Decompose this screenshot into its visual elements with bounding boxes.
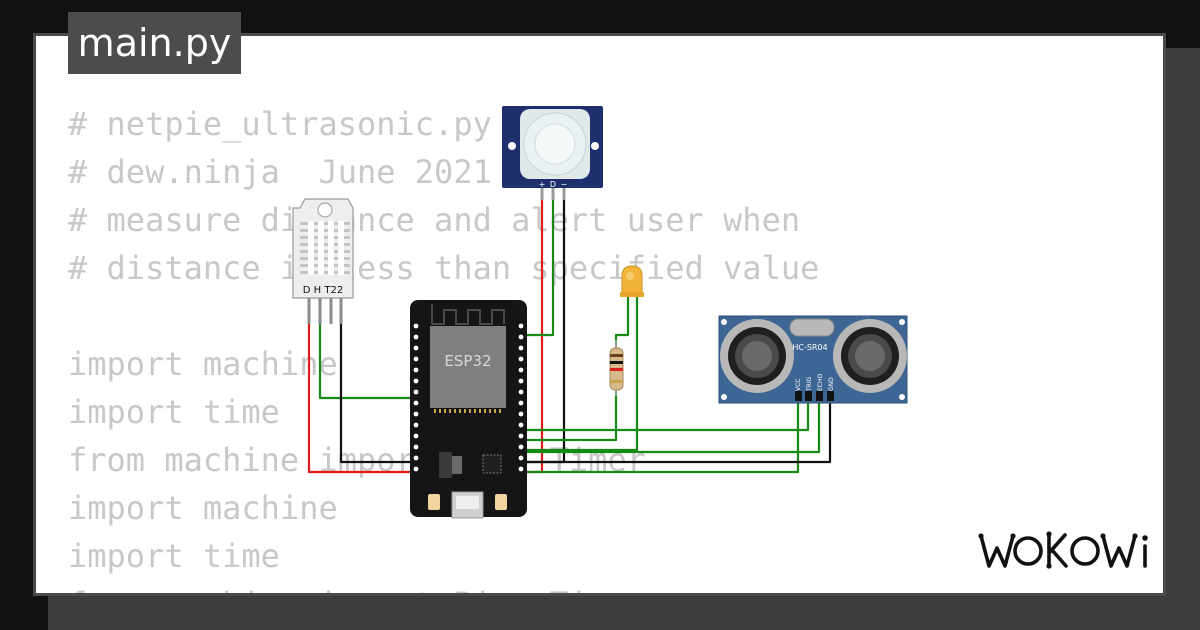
wire-us-echo[interactable] (520, 398, 821, 454)
hc-sr04-label: HC-SR04 (792, 343, 827, 352)
dht-grid (300, 222, 350, 274)
pir-pin-label: − (561, 180, 568, 189)
code-line: import time (68, 537, 280, 575)
dht-pins (307, 298, 343, 324)
wire-us-gnd[interactable] (520, 398, 832, 464)
pir-pins (540, 188, 566, 200)
pir-pin-label: D (550, 180, 556, 189)
pir-pin-label: + (539, 180, 546, 189)
esp32-label: ESP32 (444, 352, 491, 370)
code-line: # netpie_ultrasonic.py (68, 105, 492, 143)
wire-led-anode[interactable] (614, 295, 630, 345)
resistor[interactable] (609, 340, 624, 396)
code-line: # dew.ninja June 2021 (68, 153, 492, 191)
wire-resistor-board[interactable] (520, 392, 618, 442)
us-pin-label: VCC (795, 379, 802, 391)
file-tab[interactable]: main.py (68, 12, 241, 74)
esp32-right-pins (518, 323, 524, 472)
esp32-board[interactable]: ESP32 (410, 300, 527, 519)
dht-label: D H T22 (303, 285, 343, 296)
us-pin-label: GND (828, 377, 835, 391)
wire-dht-gnd[interactable] (339, 322, 418, 464)
pir-sensor[interactable]: + D − (502, 106, 603, 200)
wire-led-cathode[interactable] (520, 295, 639, 452)
led[interactable] (620, 265, 644, 297)
dht-holes (308, 221, 344, 275)
us-pin-label: ECHO (817, 374, 824, 391)
code-editor[interactable]: # netpie_ultrasonic.py # dew.ninja June 2… (68, 100, 819, 593)
wire-us-vcc[interactable] (520, 398, 800, 474)
wire-dht-vcc[interactable] (307, 322, 418, 474)
code-line: import machine (68, 489, 338, 527)
wire-pir-data[interactable] (520, 190, 555, 337)
code-line: import time (68, 393, 280, 431)
code-line: from machine import Pin, Timer (68, 580, 819, 593)
esp32-castellations (434, 409, 501, 413)
us-pin-label: TRIG (806, 376, 813, 392)
wokwi-logo (978, 531, 1148, 569)
esp32-left-pins (413, 323, 419, 472)
dht22-sensor[interactable]: D H T22 (292, 198, 354, 324)
wire-us-trig[interactable] (520, 398, 810, 432)
code-line: import machine (68, 345, 338, 383)
hc-sr04-sensor[interactable]: HC-SR04 VCC TRIG ECHO GND (718, 315, 908, 404)
us-pins (795, 391, 834, 401)
